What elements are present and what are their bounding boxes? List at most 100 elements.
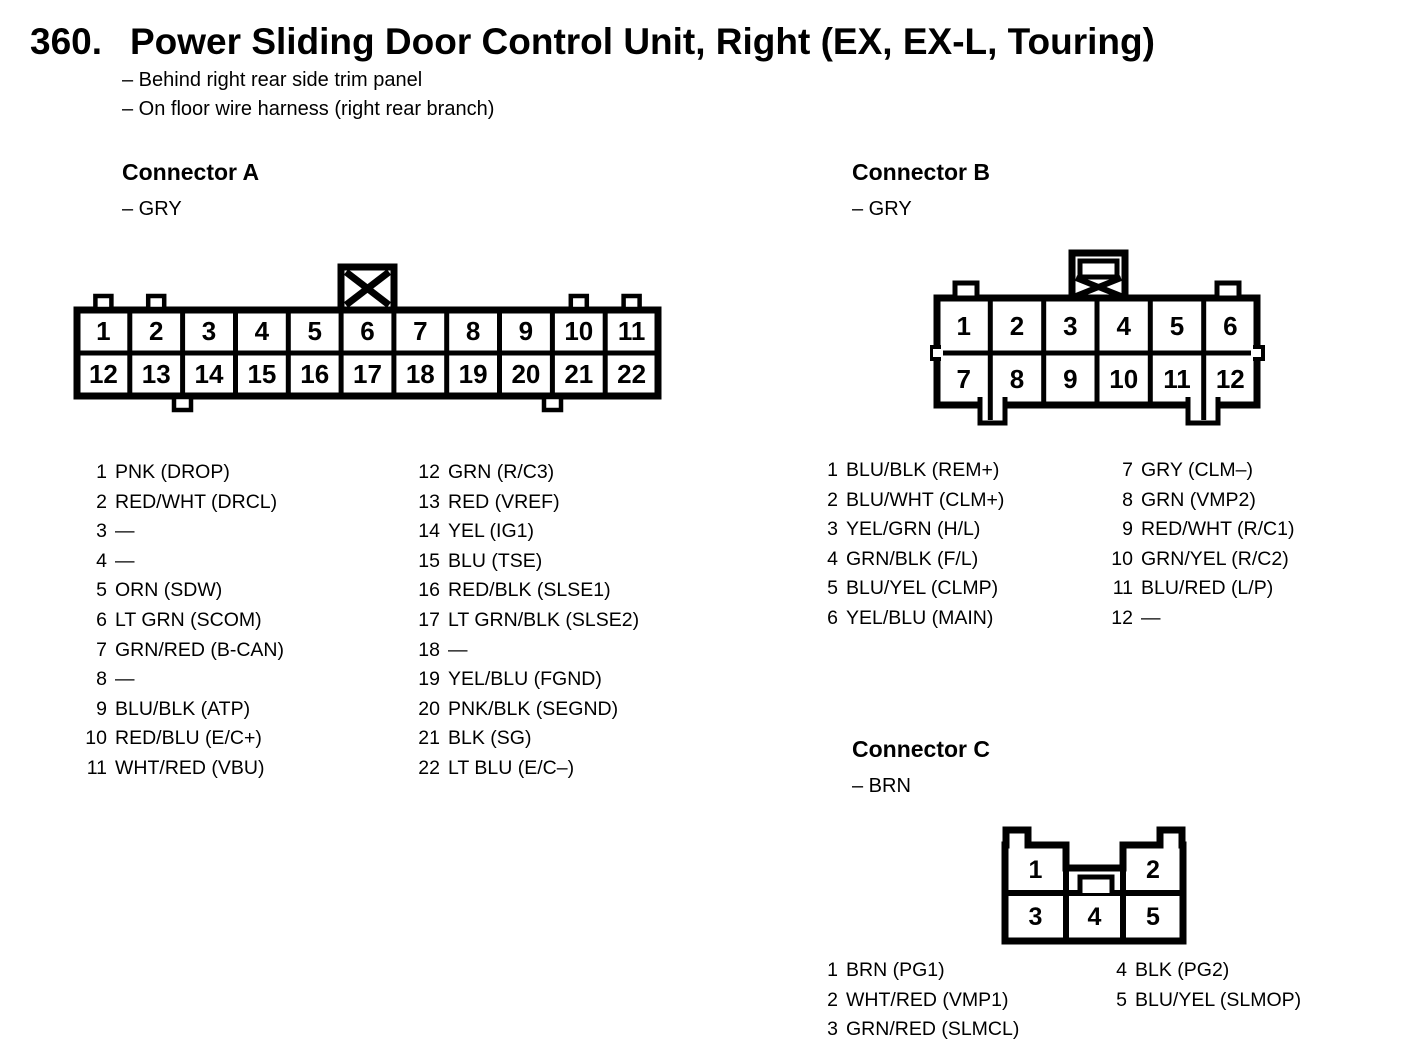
pin-cell: 8 [1010,364,1024,394]
pin-label: RED (VREF) [448,490,560,513]
pin-label: — [1141,606,1161,629]
pin-label: BLK (PG2) [1135,959,1230,981]
pin-cell: 13 [142,359,171,389]
side-notches [930,345,1265,361]
pin-number: 6 [827,606,838,629]
mounting-tabs [171,394,564,413]
pin-number: 10 [85,727,107,750]
pin-label: LT BLU (E/C–) [448,756,575,779]
pin-cell: 5 [307,316,321,346]
pin-number: 2 [827,488,838,511]
pin-label: BLU/BLK (ATP) [115,697,251,720]
pin-cell: 2 [1146,856,1160,884]
pin-number: 10 [1111,547,1133,570]
pin-number: 12 [418,461,440,483]
pin-number: 2 [96,490,107,513]
connector-c-color-label: – BRN [852,775,911,797]
keying-tab-icon [1068,249,1129,302]
pin-label: BLU/BLK (REM+) [846,459,1000,481]
pin-number: 9 [1122,518,1133,541]
pin-number: 20 [418,697,440,720]
pin-number: 4 [827,547,838,570]
pin-label: LT GRN/BLK (SLSE2) [448,608,640,631]
pin-label: RED/WHT (R/C1) [1141,518,1295,541]
pin-cell: 3 [202,316,216,346]
pin-label: BLU/YEL (CLMP) [846,577,999,600]
pin-cell: 7 [956,364,970,394]
connector-a-pin-cells: 1 2 3 4 5 6 7 8 9 10 11 12 13 14 15 16 1… [89,316,646,389]
pin-number: 3 [96,520,107,543]
connector-b-housing [930,249,1265,426]
pin-cell: 11 [618,316,646,346]
pin-cell: 4 [1088,903,1102,931]
pin-number: 17 [418,608,440,631]
pin-cell: 9 [519,316,533,346]
pin-cell: 16 [300,359,329,389]
pin-label: GRN (R/C3) [448,461,555,483]
pin-label: BLU/YEL (SLMOP) [1135,988,1302,1011]
pin-label: GRN/RED (B-CAN) [115,638,284,661]
pin-cell: 21 [564,359,593,389]
pin-label: RED/BLU (E/C+) [115,727,262,750]
pin-number: 6 [96,608,107,631]
pin-row: 2 BLU/WHT (CLM+) [813,486,1004,516]
keying-tab-icon [1077,874,1115,893]
pin-label: — [115,549,135,572]
pin-cell: 20 [511,359,540,389]
cell-dividers [77,310,658,396]
connector-c-housing [1001,826,1187,945]
pin-row: 12 GRN (R/C3) [405,458,639,488]
connector-a-housing [73,263,662,413]
pin-cell: 12 [89,359,118,389]
pin-number: 3 [827,518,838,541]
pin-cell: 22 [617,359,646,389]
pin-cell: 12 [1216,364,1245,394]
pin-row: 10 RED/BLU (E/C+) [83,724,284,754]
page-title: Power Sliding Door Control Unit, Right (… [130,21,1155,62]
pin-label: — [448,638,468,661]
connector-a-drawing: 1 2 3 4 5 6 7 8 9 10 11 12 13 14 15 16 1… [73,263,662,413]
pin-label: BLU/RED (L/P) [1141,577,1274,600]
pin-row: 4— [83,547,284,577]
connector-b-heading: Connector B [852,159,990,185]
pin-cell: 2 [1010,311,1024,341]
pin-cell: 10 [564,316,593,346]
pin-cell: 5 [1170,311,1184,341]
lock-ears [952,280,1242,301]
pin-label: WHT/RED (VBU) [115,756,265,779]
pin-row: 18— [405,636,639,666]
pin-number: 4 [96,549,107,572]
pin-label: GRY (CLM–) [1141,459,1253,481]
pin-label: ORN (SDW) [115,579,223,602]
pin-label: BLU/WHT (CLM+) [846,488,1005,511]
connector-c-pin-cells: 1 2 3 4 5 [1029,856,1161,931]
pin-label: YEL/BLU (FGND) [448,668,602,691]
pin-label: WHT/RED (VMP1) [846,988,1009,1011]
pin-number: 16 [418,579,440,602]
pin-cell: 6 [1223,311,1237,341]
pin-number: 8 [1122,488,1133,511]
cell-dividers [943,298,1251,420]
